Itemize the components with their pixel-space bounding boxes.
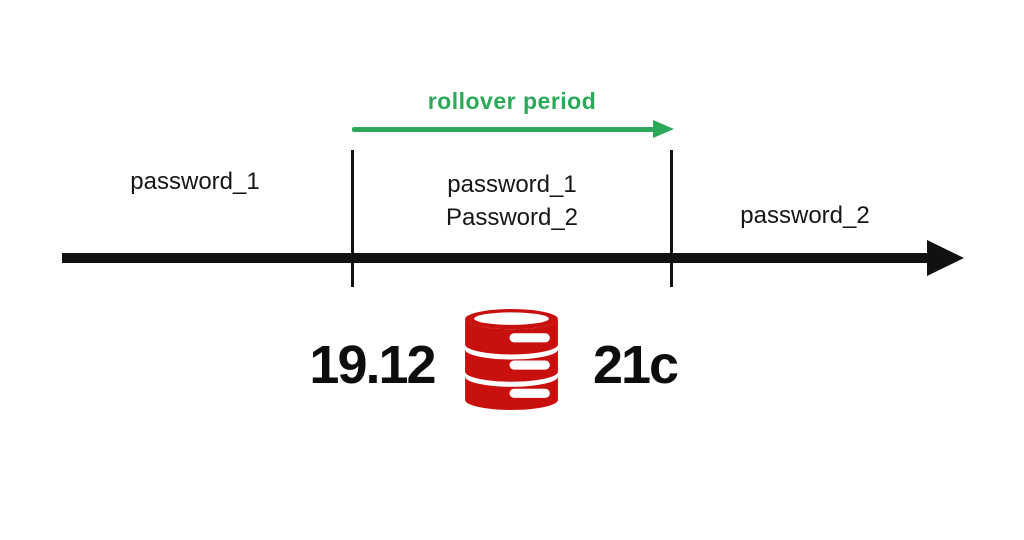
rollover-end-tick [670,150,673,287]
rollover-phase-label-line2: Password_2 [445,204,579,231]
rollover-phase-label: password_1 Password_2 [446,168,578,234]
rollover-start-tick [351,150,354,287]
timeline-axis [62,253,929,263]
password1-phase-label: password_1 [130,168,260,195]
timeline-arrowhead-icon [927,240,964,276]
version-end-label: 21c [592,335,679,395]
rollover-phase-label-line1: password_1 [447,171,577,198]
database-icon [465,309,558,410]
rollover-period-label: rollover period [427,88,597,114]
rollover-period-arrowhead-icon [653,120,674,138]
rollover-period-arrow-line [352,127,656,132]
password2-phase-label: password_2 [740,202,870,229]
version-start-label: 19.12 [309,335,436,395]
